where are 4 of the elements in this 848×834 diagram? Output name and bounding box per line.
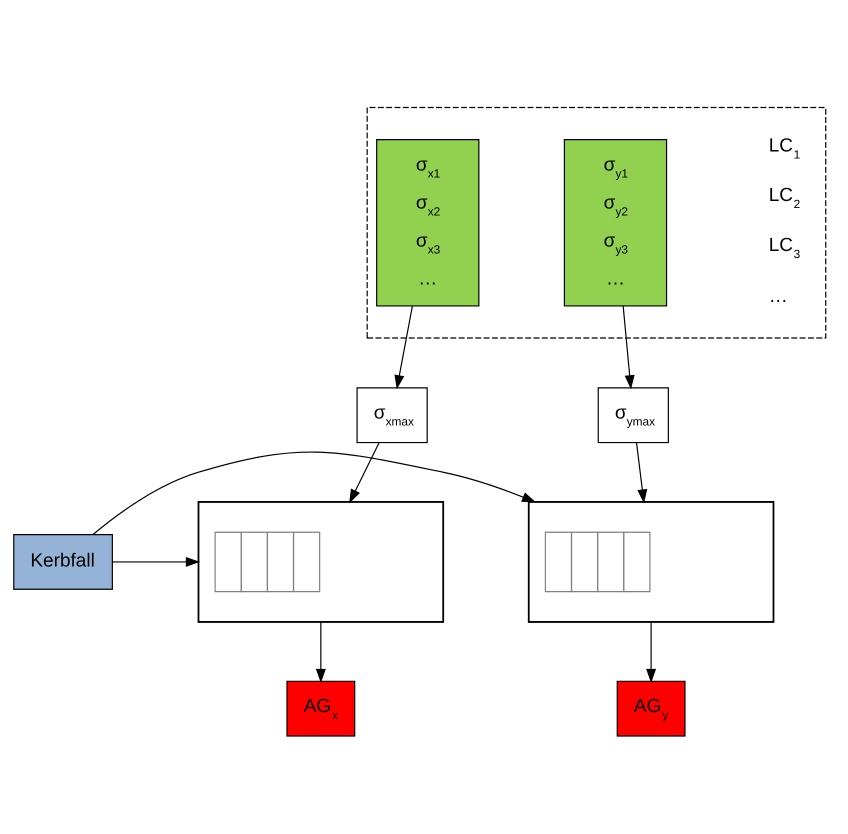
label: LC$_{1}$	[768, 135, 800, 162]
label: LC$_{2}$	[768, 185, 800, 212]
label: …	[768, 286, 788, 308]
label: LC$_{3}$	[768, 235, 800, 262]
